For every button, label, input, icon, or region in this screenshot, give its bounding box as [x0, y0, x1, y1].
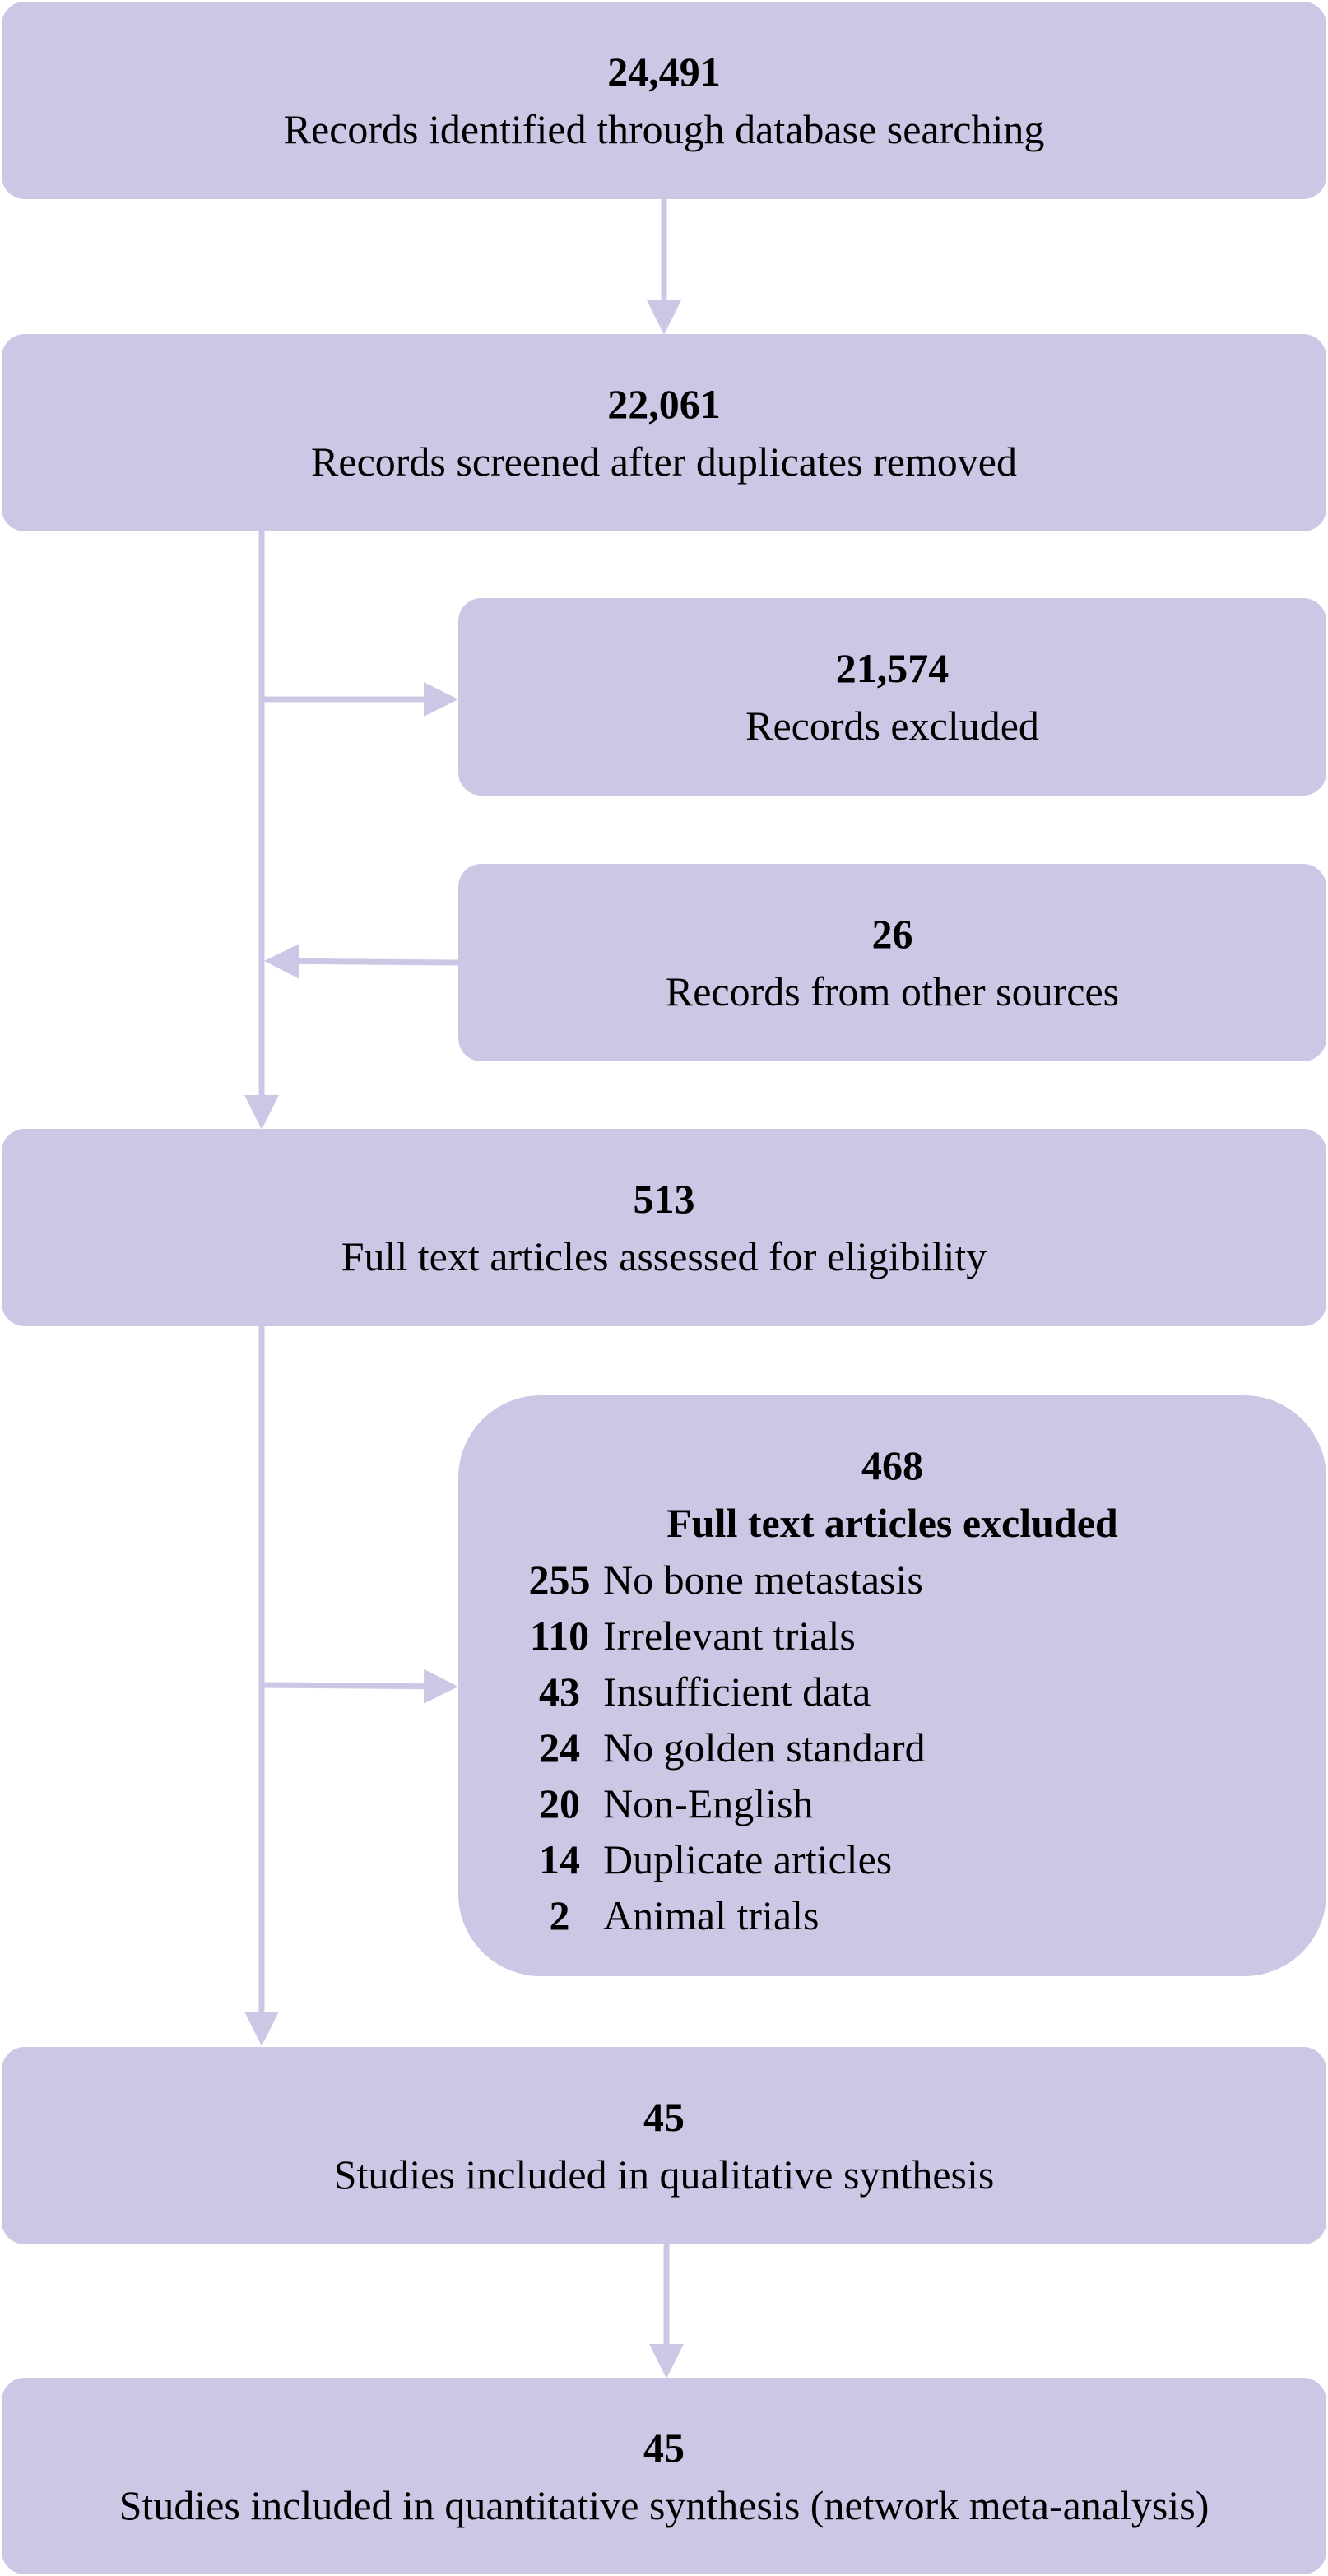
exclusion-reason-count: 20: [539, 1780, 580, 1826]
screened-box: 22,061 Records screened after duplicates…: [2, 334, 1326, 531]
quantitative-box: 45 Studies included in quantitative synt…: [2, 2378, 1326, 2574]
fulltext-label: Full text articles assessed for eligibil…: [341, 1233, 987, 1279]
identified-count: 24,491: [607, 49, 721, 95]
arrow-to-fulltext-excluded: [261, 1669, 458, 1704]
exclusion-reason-label: No golden standard: [603, 1724, 926, 1771]
exclusion-reason-label: Non-English: [603, 1780, 814, 1826]
fulltext-excluded-label: Full text articles excluded: [666, 1500, 1118, 1546]
exclusion-reason-count: 255: [528, 1557, 591, 1603]
arrow-from-other-sources: [264, 944, 459, 979]
qualitative-count: 45: [643, 2094, 685, 2140]
screened-count: 22,061: [607, 381, 721, 427]
exclusion-reason: 14 Duplicate articles: [516, 1831, 926, 1887]
exclusion-reason-label: Insufficient data: [603, 1669, 871, 1715]
identified-box: 24,491 Records identified through databa…: [2, 2, 1326, 199]
quantitative-label: Studies included in quantitative synthes…: [118, 2481, 1210, 2528]
exclusion-reason-label: Irrelevant trials: [603, 1613, 856, 1659]
exclusion-reason: 24 No golden standard: [516, 1720, 926, 1775]
exclusion-reason: 43 Insufficient data: [516, 1664, 926, 1720]
exclusion-reasons-list: 255 No bone metastasis 110 Irrelevant tr…: [516, 1552, 926, 1943]
exclusion-reason: 110 Irrelevant trials: [516, 1608, 926, 1664]
other-sources-label: Records from other sources: [665, 968, 1120, 1014]
exclusion-reason-count: 110: [529, 1613, 590, 1659]
exclusion-reason-count: 14: [539, 1836, 580, 1882]
records-excluded-count: 21,574: [835, 645, 950, 691]
exclusion-reason: 20 Non-English: [516, 1775, 926, 1831]
exclusion-reason: 255 No bone metastasis: [516, 1552, 926, 1608]
screened-label: Records screened after duplicates remove…: [311, 439, 1017, 485]
exclusion-reason-count: 24: [539, 1724, 580, 1771]
exclusion-reason-label: Animal trials: [603, 1892, 820, 1938]
records-excluded-label: Records excluded: [745, 703, 1039, 749]
quantitative-count: 45: [643, 2424, 685, 2471]
exclusion-reason-label: Duplicate articles: [603, 1836, 893, 1882]
qualitative-box: 45 Studies included in qualitative synth…: [2, 2047, 1326, 2244]
fulltext-box: 513 Full text articles assessed for elig…: [2, 1129, 1326, 1326]
exclusion-reason-count: 43: [539, 1669, 580, 1715]
fulltext-excluded-count: 468: [861, 1442, 923, 1488]
other-sources-count: 26: [871, 911, 913, 957]
fulltext-count: 513: [633, 1176, 695, 1222]
exclusion-reason-label: No bone metastasis: [603, 1557, 923, 1603]
records-excluded-box: 21,574 Records excluded: [458, 598, 1326, 796]
exclusion-reason-count: 2: [549, 1892, 570, 1938]
other-sources-box: 26 Records from other sources: [458, 864, 1326, 1061]
identified-label: Records identified through database sear…: [283, 106, 1045, 152]
exclusion-reason: 2 Animal trials: [516, 1887, 926, 1943]
qualitative-label: Studies included in qualitative synthesi…: [333, 2151, 995, 2198]
fulltext-excluded-box: 468 Full text articles excluded 255 No b…: [458, 1395, 1326, 1976]
